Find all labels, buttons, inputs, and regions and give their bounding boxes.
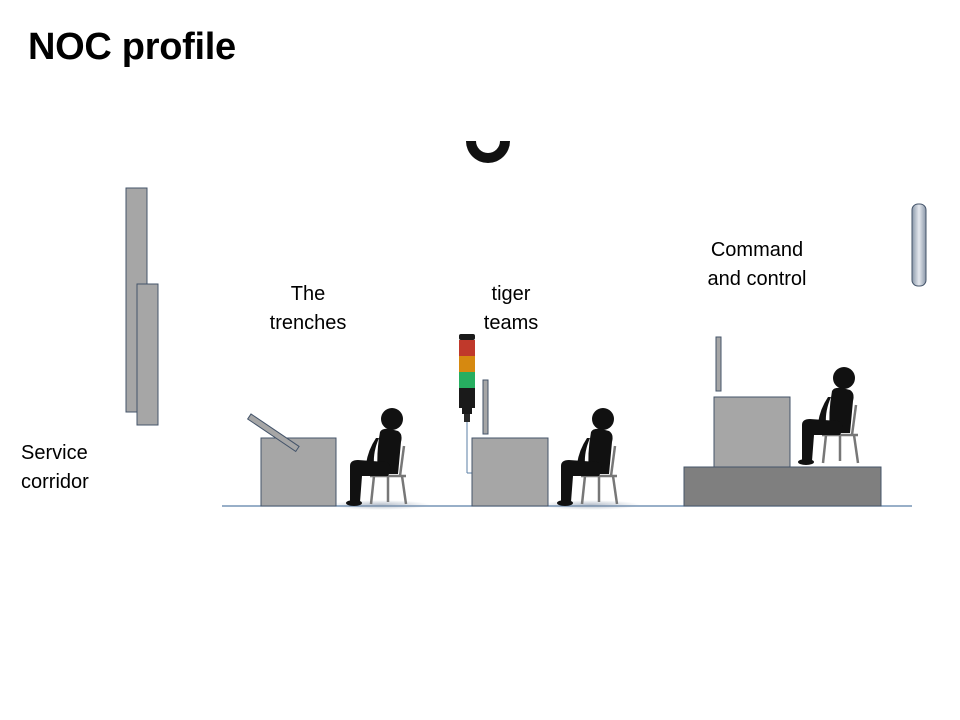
command-desk xyxy=(713,396,791,468)
glass-wall-panel xyxy=(911,203,927,287)
trenches-monitor xyxy=(246,413,300,453)
trenches-label: The trenches xyxy=(269,283,347,334)
tiger-teams-desk xyxy=(471,437,549,507)
command-control-label: Command and control xyxy=(707,239,807,290)
seated-person-icon xyxy=(798,365,860,467)
service-corridor-label: Service corridor xyxy=(21,442,89,493)
floor-shadow xyxy=(330,500,430,510)
signal-tower-light-icon xyxy=(459,334,475,422)
wall-panel-front xyxy=(136,283,159,426)
tiger-teams-monitor xyxy=(482,379,489,435)
tiger-teams-label: tiger teams xyxy=(483,283,539,334)
ceiling-camera-icon xyxy=(466,141,510,163)
command-monitor xyxy=(715,336,722,392)
seated-person-icon xyxy=(557,406,619,508)
seated-person-icon xyxy=(346,406,408,508)
floor-shadow xyxy=(540,500,640,510)
command-platform xyxy=(683,466,882,507)
slide-title: NOC profile xyxy=(28,26,236,68)
trenches-desk xyxy=(260,437,337,507)
